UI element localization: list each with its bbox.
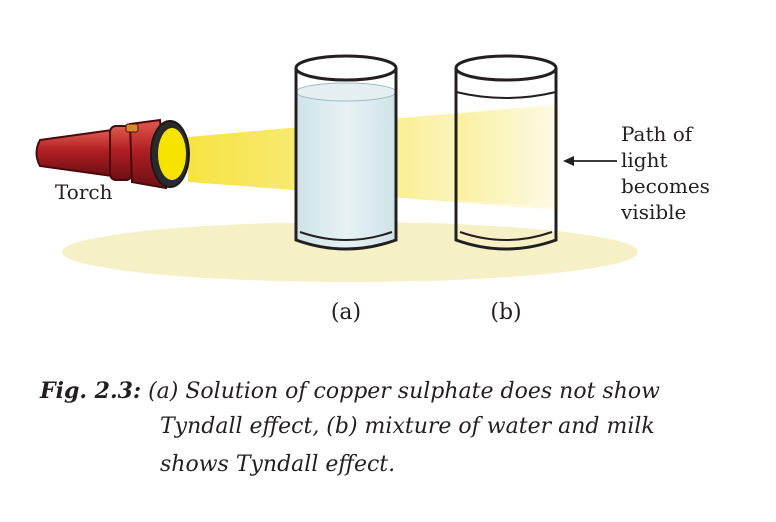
path-label-line-4: visible <box>620 200 686 224</box>
glass-b-label: (b) <box>490 300 521 325</box>
torch-icon <box>35 118 190 190</box>
glass-b-milk-mixture <box>454 54 558 251</box>
caption-line-3: shows Tyndall effect. <box>160 452 396 477</box>
torch-label: Torch <box>55 180 113 204</box>
path-label-line-3: becomes <box>621 174 710 198</box>
caption-line-2: Tyndall effect, (b) mixture of water and… <box>160 414 655 439</box>
pointer-arrow <box>563 156 617 166</box>
glass-a-copper-sulphate <box>294 54 398 251</box>
ground-shadow <box>62 222 638 282</box>
tyndall-diagram: Torch Path of light becomes visible (a) … <box>35 54 710 325</box>
torch-lens <box>158 128 186 180</box>
caption-line-1: (a) Solution of copper sulphate does not… <box>148 379 660 404</box>
light-path-in-glass-b <box>456 106 556 206</box>
glass-a-label: (a) <box>331 300 361 325</box>
path-label-line-1: Path of <box>621 122 694 146</box>
caption-label: Fig. 2.3: <box>40 378 142 404</box>
path-label-line-2: light <box>621 148 668 172</box>
